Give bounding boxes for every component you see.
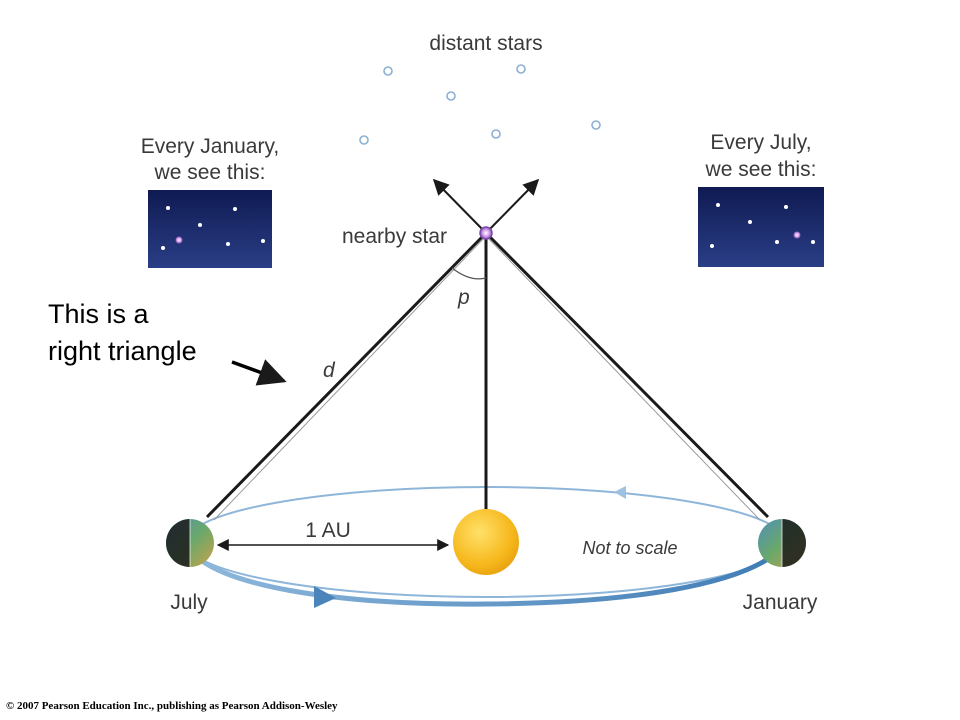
july-sightline-guide xyxy=(213,235,487,521)
orbit-arrow-upper-icon xyxy=(614,486,626,499)
distant-star-icon xyxy=(359,135,369,145)
not-to-scale-label: Not to scale xyxy=(582,538,677,558)
annotation-line1: This is a xyxy=(48,299,149,329)
extension-toward-july-view xyxy=(485,178,540,234)
july-label: July xyxy=(170,591,208,614)
nearby-star-icon xyxy=(793,231,801,239)
nearby-star-label: nearby star xyxy=(342,225,447,248)
parallax-angle-arc xyxy=(451,267,487,280)
sun-icon xyxy=(453,509,519,575)
july-sky-panel xyxy=(698,187,824,267)
january-label: January xyxy=(743,591,818,614)
earth-july-icon xyxy=(166,519,214,567)
earth-january-icon xyxy=(758,519,806,567)
january-view-label-line2: we see this: xyxy=(154,161,266,184)
distance-label: d xyxy=(323,359,336,382)
annotation-arrow xyxy=(231,359,287,386)
july-view-label-line1: Every July, xyxy=(710,131,811,154)
january-sky-panel xyxy=(148,190,272,268)
distant-star-icon xyxy=(383,66,393,76)
orbit-direction-band xyxy=(187,546,784,607)
january-view-label-line1: Every January, xyxy=(141,135,280,158)
annotation-label: This is a right triangle xyxy=(48,296,197,370)
distant-stars-label: distant stars xyxy=(429,32,542,55)
distant-star-icon xyxy=(446,91,456,101)
nearby-star-icon xyxy=(479,226,493,240)
distant-stars-group xyxy=(359,64,601,145)
distant-star-icon xyxy=(591,120,601,130)
one-au-label: 1 AU xyxy=(305,519,351,542)
january-sightline-guide xyxy=(485,235,761,521)
nearby-star-icon xyxy=(175,236,183,244)
orbit-arrow-lower-icon xyxy=(314,586,336,608)
copyright-notice: © 2007 Pearson Education Inc., publishin… xyxy=(6,700,338,712)
january-sightline xyxy=(484,231,770,519)
distant-star-icon xyxy=(516,64,526,74)
july-sightline xyxy=(205,231,488,519)
annotation-line2: right triangle xyxy=(48,336,197,366)
july-view-label-line2: we see this: xyxy=(705,158,817,181)
distant-star-icon xyxy=(491,129,501,139)
extension-toward-january-view xyxy=(432,178,487,234)
parallax-angle-label: p xyxy=(457,286,470,309)
